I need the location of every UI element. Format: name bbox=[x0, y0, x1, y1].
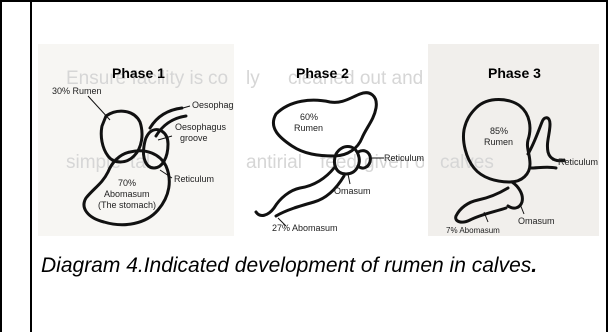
phase-2-rumen-percent: 60% bbox=[300, 112, 318, 122]
inner-left-border bbox=[30, 0, 32, 332]
phase-3-abomasum bbox=[456, 188, 508, 222]
figure-caption: Diagram 4.Indicated development of rumen… bbox=[41, 251, 601, 281]
phase-1-groove-label: groove bbox=[180, 133, 208, 143]
phase-1-groove-label: Oesophagus bbox=[175, 122, 227, 132]
phase-3-reticulum-label: Reticulum bbox=[558, 157, 598, 167]
phase-2-reticulum-label: Reticulum bbox=[384, 153, 424, 163]
phase-1-rumen-label: 30% Rumen bbox=[52, 86, 102, 96]
caption-text: Diagram 4.Indicated development of rumen… bbox=[41, 254, 531, 277]
background-text: co bbox=[208, 68, 228, 89]
top-border bbox=[0, 0, 608, 2]
background-text: ly bbox=[246, 68, 260, 89]
phase-1-abomasum-label: Abomasum bbox=[104, 189, 150, 199]
caption-period: . bbox=[531, 254, 537, 277]
phase-3-abomasum-label: 7% Abomasum bbox=[446, 226, 500, 235]
phase-2-title: Phase 2 bbox=[296, 65, 349, 81]
left-border bbox=[0, 0, 2, 332]
phase-2-rumen bbox=[273, 93, 376, 156]
phase-3-rumen-label: Rumen bbox=[484, 137, 513, 147]
phase-2-diagram: ly cleaned out and antirial feed given o… bbox=[238, 44, 424, 236]
phase-1-title: Phase 1 bbox=[112, 65, 165, 81]
phase-1-abomasum-note: (The stomach) bbox=[98, 200, 156, 210]
background-text: antirial bbox=[246, 152, 302, 173]
phase-1-reticulum-label: Reticulum bbox=[174, 174, 214, 184]
phase-3-rumen-percent: 85% bbox=[490, 126, 508, 136]
phase-1-oesophagus-label: Oesophagus bbox=[192, 100, 234, 110]
right-border bbox=[606, 0, 608, 332]
phase-3-omasum-label: Omasum bbox=[518, 216, 555, 226]
phase-2-omasum-label: Omasum bbox=[334, 186, 371, 196]
phase-2-abomasum bbox=[256, 168, 344, 216]
phase-1-abomasum-percent: 70% bbox=[118, 178, 136, 188]
phase-2-abomasum-label: 27% Abomasum bbox=[272, 223, 338, 233]
phase-3-title: Phase 3 bbox=[488, 65, 541, 81]
phase-3-diagram: calves Phase 3 85% Rumen Reticulum Omasu… bbox=[428, 44, 599, 236]
phase-1-diagram: Ensure facility is co simple tal Phase 1… bbox=[38, 44, 234, 236]
phase-2-rumen-label: Rumen bbox=[294, 123, 323, 133]
